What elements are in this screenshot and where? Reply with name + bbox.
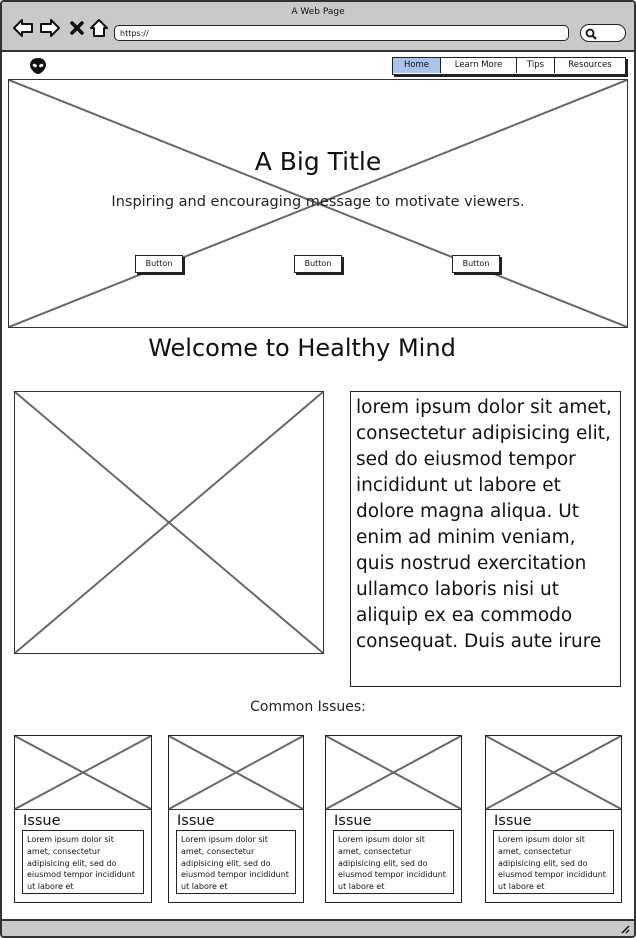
issue-title: Issue — [334, 813, 372, 829]
alien-logo-icon[interactable] — [29, 57, 47, 75]
nav-tab-resources[interactable]: Resources — [568, 60, 612, 70]
common-issues-heading: Common Issues: — [250, 699, 366, 715]
issue-description: Lorem ipsum dolor sit amet, consectetur … — [333, 830, 454, 894]
issue-card[interactable]: Issue Lorem ipsum dolor sit amet, consec… — [14, 735, 152, 903]
nav-tab-learn-more[interactable]: Learn More — [441, 58, 517, 73]
placeholder-cross-icon — [169, 736, 303, 809]
issue-description: Lorem ipsum dolor sit amet, consectetur … — [22, 830, 144, 894]
hero-title: A Big Title — [254, 147, 382, 176]
placeholder-cross-icon — [326, 736, 461, 809]
issue-card[interactable]: Issue Lorem ipsum dolor sit amet, consec… — [168, 735, 304, 903]
issue-description: Lorem ipsum dolor sit amet, consectetur … — [176, 830, 296, 894]
status-bar — [2, 919, 634, 936]
issue-title: Issue — [494, 813, 532, 829]
url-input[interactable]: https:// — [114, 25, 569, 41]
hero-button-2[interactable]: Button — [294, 255, 342, 273]
welcome-heading: Welcome to Healthy Mind — [148, 334, 456, 362]
resize-grip-icon[interactable] — [619, 923, 630, 934]
close-icon[interactable] — [66, 17, 88, 39]
nav-tab-tips[interactable]: Tips — [517, 58, 555, 73]
issue-description: Lorem ipsum dolor sit amet, consectetur … — [493, 830, 614, 894]
issue-card[interactable]: Issue Lorem ipsum dolor sit amet, consec… — [485, 735, 622, 903]
nav-tab-home[interactable]: Home — [393, 58, 441, 73]
issue-image-placeholder — [15, 736, 151, 810]
placeholder-cross-icon — [486, 736, 621, 809]
browser-search-field[interactable] — [580, 24, 626, 42]
issue-image-placeholder — [169, 736, 303, 810]
intro-text: lorem ipsum dolor sit amet, consectetur … — [350, 391, 621, 687]
placeholder-cross-icon — [9, 80, 627, 327]
browser-toolbar: A Web Page https:// — [2, 2, 634, 52]
home-icon[interactable] — [88, 17, 110, 39]
forward-icon[interactable] — [39, 17, 61, 39]
issue-image-placeholder — [486, 736, 621, 810]
back-icon[interactable] — [12, 17, 34, 39]
window-title: A Web Page — [291, 7, 345, 17]
issue-title: Issue — [177, 813, 215, 829]
intro-image-placeholder — [14, 391, 324, 654]
placeholder-cross-icon — [15, 392, 323, 653]
issue-title: Issue — [23, 813, 61, 829]
hero-image-placeholder — [8, 79, 628, 328]
issue-image-placeholder — [326, 736, 461, 810]
hero-message: Inspiring and encouraging message to mot… — [111, 194, 525, 210]
placeholder-cross-icon — [15, 736, 151, 809]
hero-button-3[interactable]: Button — [452, 255, 500, 273]
hero-button-1[interactable]: Button — [135, 255, 183, 273]
main-navigation: Home Learn More Tips Resources — [392, 57, 626, 75]
search-icon — [585, 28, 597, 40]
issue-card[interactable]: Issue Lorem ipsum dolor sit amet, consec… — [325, 735, 462, 903]
